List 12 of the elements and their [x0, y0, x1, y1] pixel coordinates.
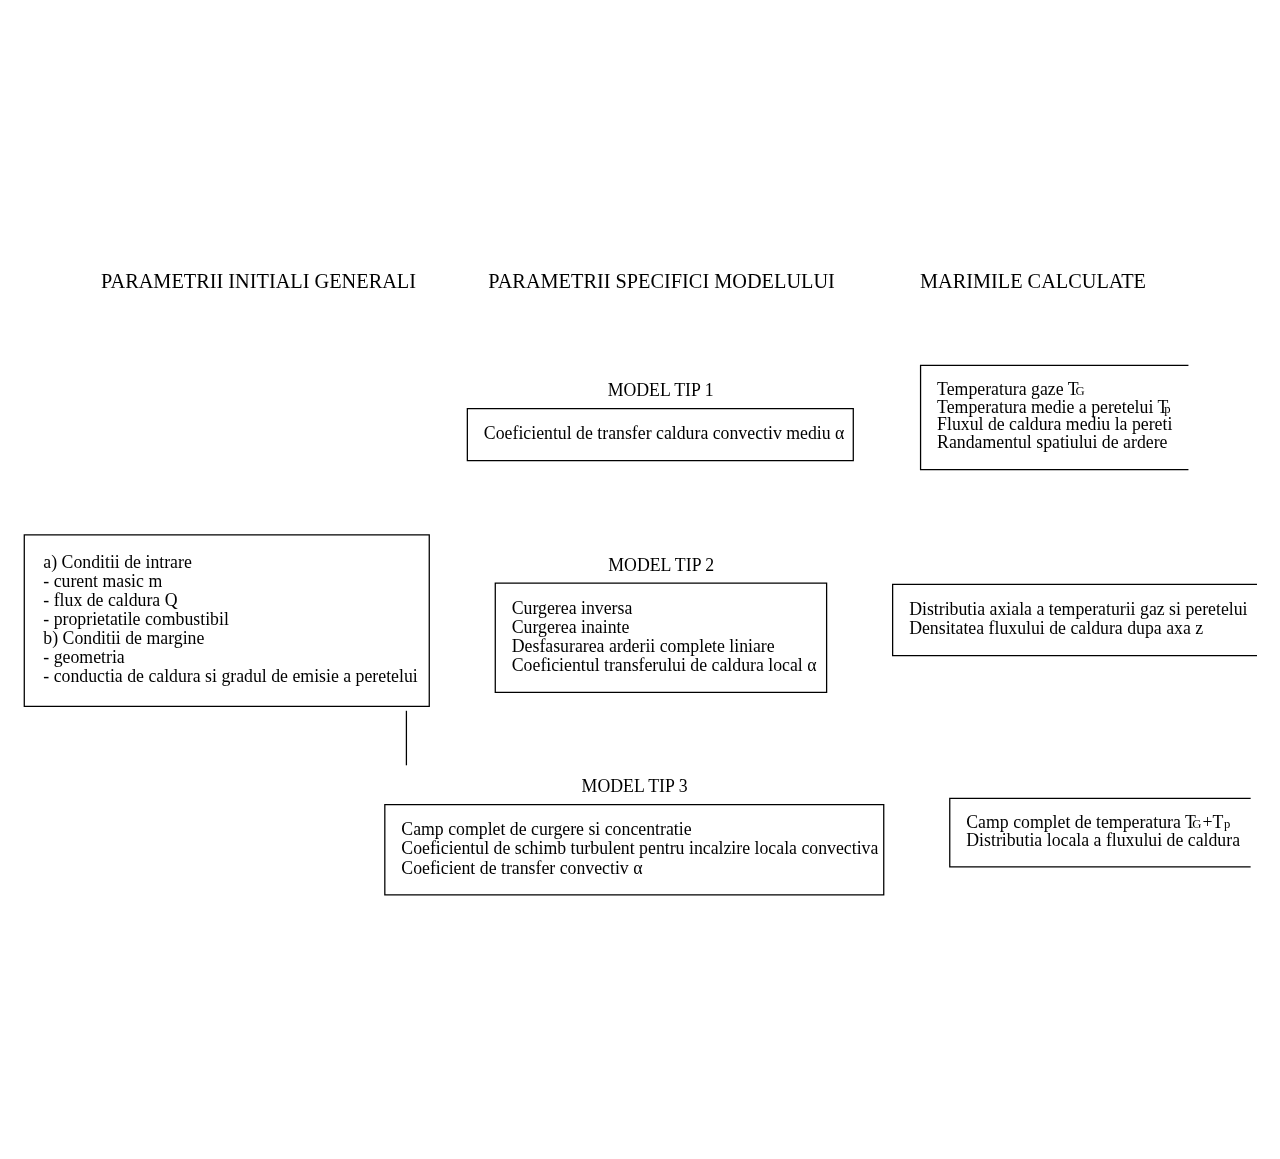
- node-label: MODEL TIP 1: [607, 379, 714, 400]
- node-text: Distributia axiala a temperaturii gaz si peretelui Densitatea fluxului de caldura dupa axa z: [909, 598, 1248, 638]
- node-box: Coeficientul de transfer caldura convectiv mediu α: [466, 407, 854, 461]
- label: PARAMETRII SPECIFICI MODELULUI: [488, 269, 835, 292]
- connector: [405, 709, 408, 766]
- node-box: Camp complet de curgere si concentratie Coeficientul de schimb turbulent pentru incalzire locala convectiva Coeficient de transfer convectiv α: [384, 803, 885, 895]
- label: PARAMETRII INITIALI GENERALI: [101, 269, 417, 292]
- label: MARIMILE CALCULATE: [919, 269, 1147, 292]
- node-box: Curgerea inversa Curgerea inainte Desfasurarea arderii complete liniare Coeficientul transferului de caldura local α: [494, 582, 828, 693]
- node-label: MODEL TIP 2: [608, 554, 715, 575]
- node-label: MODEL TIP 3: [581, 775, 688, 796]
- node-box: a) Conditii de intrare - curent masic m - flux de caldura Q - proprietatile combustibil b) Conditii de margine - geometria - conductia de caldura si gradul de emisie a peretelui: [23, 533, 430, 707]
